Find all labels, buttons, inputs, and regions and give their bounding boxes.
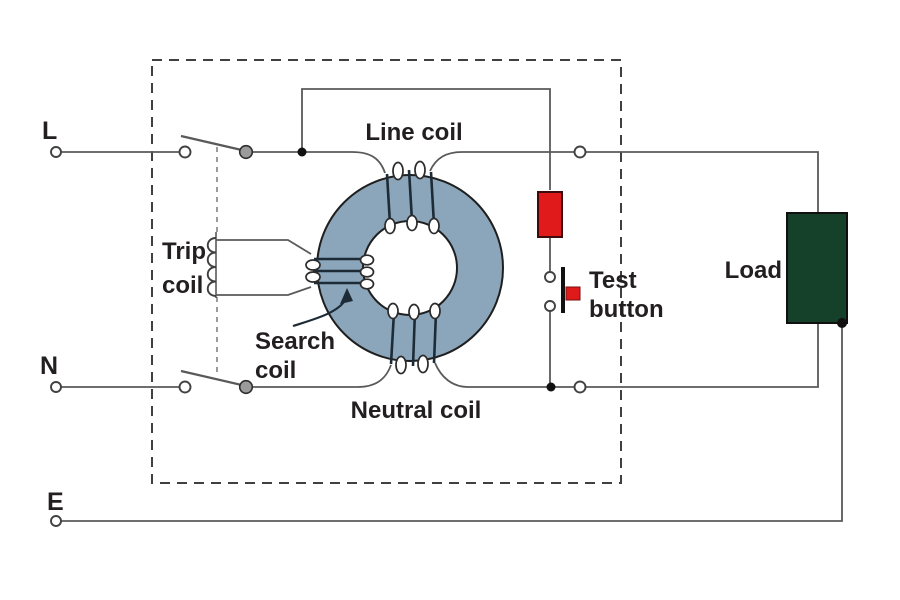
test-button-cap (565, 286, 581, 301)
search-coil-winding (313, 257, 366, 285)
live-switch-blade (180, 134, 247, 153)
search-coil-arrowhead (340, 288, 353, 304)
earth-wire (61, 323, 843, 522)
live-switch-pivot (238, 144, 254, 160)
test-feed-wire (301, 88, 551, 190)
load-block (786, 212, 848, 324)
neutral-switch-contact (178, 380, 192, 394)
neutral-junction-dot (546, 382, 556, 392)
load-earth-junction-dot (837, 318, 847, 328)
toroid-to-neutral-out-wire (434, 362, 574, 388)
trip-coil (206, 232, 217, 298)
test-button (561, 267, 581, 313)
earth-terminal (50, 515, 62, 527)
neutral-output-contact (573, 380, 587, 394)
test-button-label-line2: button (589, 296, 664, 323)
neutral-to-toroid-wire (252, 364, 392, 388)
test-button-label-line1: Test (589, 267, 637, 294)
contacts (50, 145, 587, 527)
live-terminal-label: L (42, 117, 57, 145)
rcd-enclosure-outline (151, 59, 622, 484)
trip-coil-bottom-lead (216, 286, 312, 296)
search-coil-label-line2: coil (255, 357, 296, 384)
winding-loops (305, 160, 441, 375)
earth-terminal-label: E (47, 488, 64, 516)
diagram-labels: L N E Line coil Neutral coil Trip coil S… (40, 117, 782, 516)
neutral-to-load-wire (586, 323, 819, 388)
live-junction-dot (297, 147, 307, 157)
live-to-load-wire (586, 151, 819, 213)
neutral-switch-blade (180, 369, 247, 388)
toroid-inner-hole (362, 220, 458, 316)
search-coil-arrow (292, 288, 353, 328)
junction-dots (297, 147, 847, 392)
load-label: Load (725, 257, 782, 284)
test-resistor (537, 191, 563, 238)
live-switch-contact (178, 145, 192, 159)
trip-coil-loops (206, 237, 217, 297)
wires (61, 88, 843, 522)
live-terminal (50, 146, 62, 158)
trip-coil-label-line2: coil (162, 272, 203, 299)
neutral-coil-label: Neutral coil (351, 397, 482, 424)
line-coil-winding (385, 169, 436, 226)
neutral-terminal-label: N (40, 352, 58, 380)
trip-coil-label-line1: Trip (162, 238, 206, 265)
switch-pivots (238, 144, 254, 395)
live-to-toroid-wire (252, 151, 386, 174)
test-button-contact-top (544, 271, 556, 283)
trip-coil-top-lead (216, 239, 312, 255)
search-coil-label-line1: Search (255, 328, 335, 355)
live-output-contact (573, 145, 587, 159)
neutral-switch-pivot (238, 379, 254, 395)
test-button-contact-bottom (544, 300, 556, 312)
toroid-to-live-out-wire (429, 151, 574, 172)
neutral-terminal (50, 381, 62, 393)
line-coil-label: Line coil (365, 119, 462, 146)
